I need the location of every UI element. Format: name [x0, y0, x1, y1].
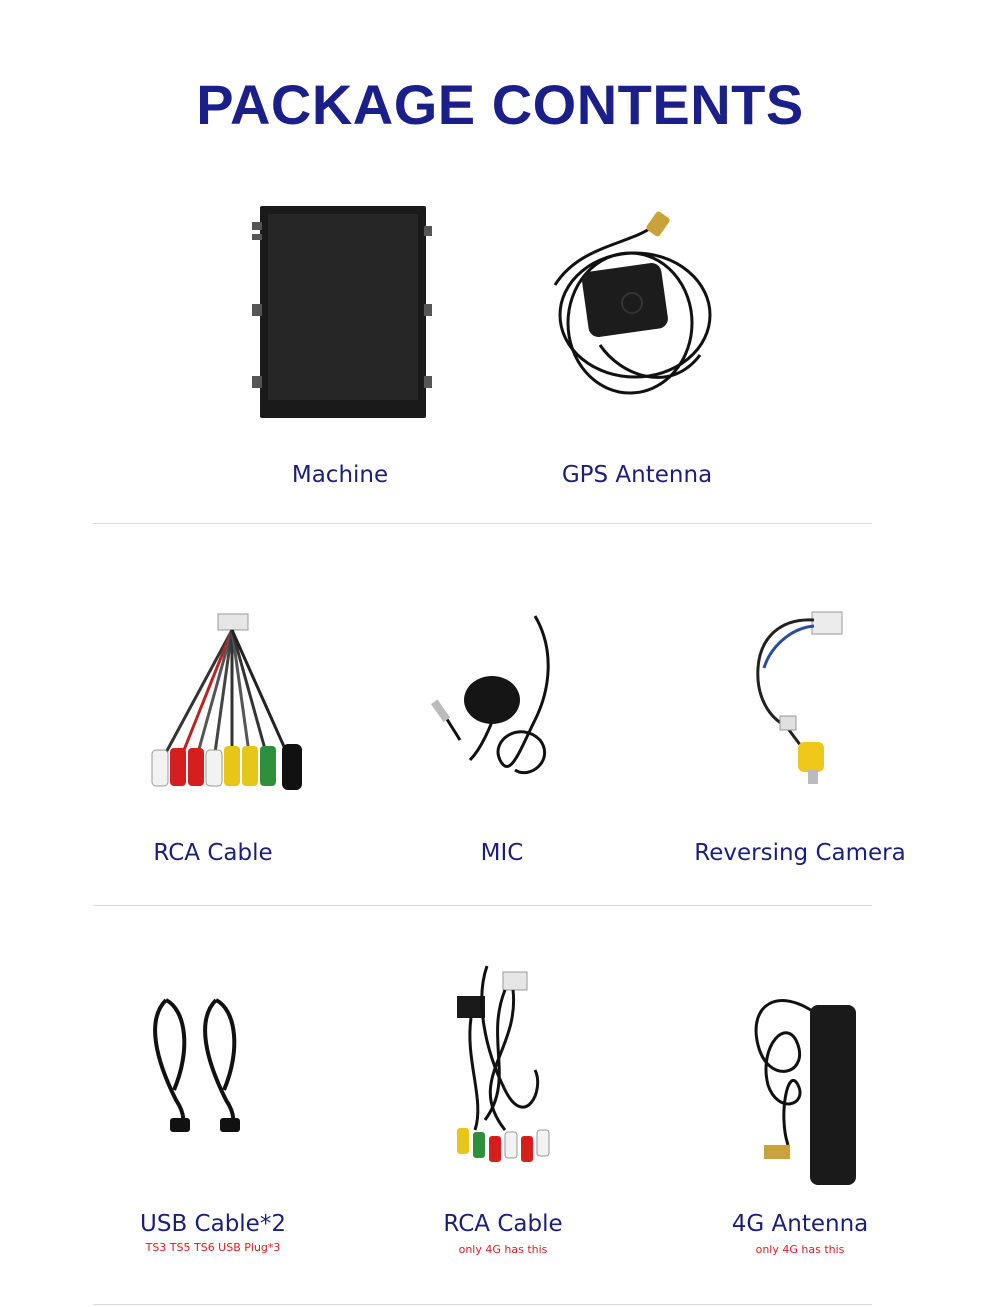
- item-label: RCA Cable: [153, 840, 273, 866]
- rca-cable-4g-icon: [457, 965, 550, 1162]
- item-note: only 4G has this: [755, 1243, 845, 1256]
- item-note: only 4G has this: [458, 1243, 548, 1256]
- gps-antenna-icon: [553, 211, 712, 395]
- divider: [93, 523, 872, 524]
- rca-cable-icon: [151, 613, 302, 790]
- page-title: PACKAGE CONTENTS: [196, 73, 804, 136]
- item-label: RCA Cable: [443, 1211, 563, 1237]
- machine-screen-icon: [252, 206, 432, 418]
- reversing-camera-cable-icon: [756, 611, 843, 784]
- mic-icon: [430, 615, 550, 775]
- item-label: Reversing Camera: [694, 840, 906, 866]
- usb-cable-icon: [153, 998, 240, 1132]
- item-label: 4G Antenna: [731, 1211, 869, 1237]
- item-label: GPS Antenna: [561, 462, 713, 488]
- divider: [93, 905, 872, 906]
- divider: [93, 1304, 872, 1305]
- item-label: USB Cable*2: [140, 1211, 286, 1237]
- item-label: MIC: [480, 840, 524, 866]
- item-note: TS3 TS5 TS6 USB Plug*3: [145, 1241, 281, 1254]
- item-label: Machine: [291, 462, 389, 488]
- 4g-antenna-icon: [754, 999, 856, 1185]
